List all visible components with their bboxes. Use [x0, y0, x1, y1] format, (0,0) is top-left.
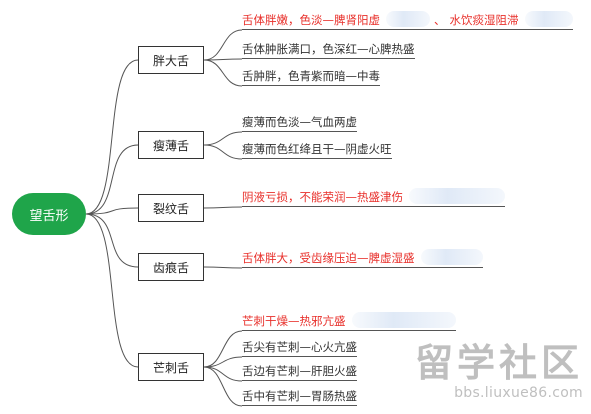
leaf-text: 舌体肿胀满口，色深红—心脾热盛	[242, 42, 415, 56]
branch-leaf-connector	[203, 206, 243, 209]
leaf-text: 舌肿胖，色青紫而暗—中毒	[242, 69, 380, 83]
leaf-thin-pale: 瘦薄而色淡—气血两虚	[242, 113, 357, 132]
root-branch-connector	[85, 59, 139, 215]
leaf-fat-purple: 舌肿胖，色青紫而暗—中毒	[242, 67, 380, 86]
separator: 、	[434, 13, 446, 27]
branch-prickly-tongue[interactable]: 芒刺舌	[138, 353, 204, 381]
leaf-prickly-dry: 芒刺干燥—热邪亢盛	[242, 312, 456, 331]
branch-thin-tongue[interactable]: 瘦薄舌	[138, 131, 204, 159]
leaf-text: 阴液亏损，不能荣润—热盛津伤	[242, 190, 403, 204]
watermark-title: 留学社区	[414, 341, 583, 385]
blurred-patch	[524, 11, 573, 27]
root-branch-connector	[85, 213, 139, 268]
root-branch-connector	[85, 207, 139, 215]
leaf-text: 舌边有芒刺—肝胆火盛	[242, 364, 357, 378]
leaf-text: 舌体胖大，受齿缘压迫—脾虚湿盛	[242, 251, 415, 265]
root-label: 望舌形	[29, 208, 69, 224]
branch-leaf-connector	[203, 366, 243, 382]
blurred-patch	[386, 11, 430, 27]
branch-leaf-connector	[203, 266, 243, 269]
leaf-text: 芒刺干燥—热邪亢盛	[242, 314, 346, 328]
leaf-thin-red: 瘦薄而色红绛且干—阴虚火旺	[242, 140, 392, 159]
site-watermark: 留学社区 bbs.liuxue86.com	[411, 342, 583, 402]
leaf-text: 瘦薄而色红绛且干—阴虚火旺	[242, 142, 392, 156]
root-branch-connector	[85, 213, 139, 368]
blurred-patch	[409, 188, 505, 204]
leaf-prickly-edge: 舌边有芒刺—肝胆火盛	[242, 362, 357, 381]
leaf-text: 舌体胖嫩，色淡—脾肾阳虚	[242, 13, 380, 27]
branch-leaf-connector	[203, 356, 243, 368]
branch-label: 裂纹舌	[152, 201, 189, 216]
leaf-fat-pale: 舌体胖嫩，色淡—脾肾阳虚 、水饮痰湿阻滞	[242, 11, 573, 30]
leaf-extra-text: 水饮痰湿阻滞	[449, 13, 519, 27]
leaf-text: 舌尖有芒刺—心火亢盛	[242, 340, 357, 354]
root-node[interactable]: 望舌形	[12, 193, 86, 235]
blurred-patch	[351, 312, 456, 328]
watermark-url: bbs.liuxue86.com	[454, 385, 583, 401]
leaf-fat-swollen: 舌体肿胀满口，色深红—心脾热盛	[242, 40, 415, 59]
leaf-fissured: 阴液亏损，不能荣润—热盛津伤	[242, 188, 505, 207]
branch-label: 芒刺舌	[152, 360, 189, 375]
branch-label: 瘦薄舌	[152, 138, 189, 153]
leaf-toothmark: 舌体胖大，受齿缘压迫—脾虚湿盛	[242, 249, 483, 268]
branch-leaf-connector	[203, 144, 243, 160]
branch-leaf-connector	[203, 131, 243, 146]
leaf-text: 瘦薄而色淡—气血两虚	[242, 115, 357, 129]
branch-label: 胖大舌	[152, 53, 189, 68]
root-branch-connector	[85, 144, 139, 215]
branch-fissured-tongue[interactable]: 裂纹舌	[138, 194, 204, 222]
branch-leaf-connector	[203, 29, 243, 61]
branch-leaf-connector	[203, 366, 243, 407]
branch-leaf-connector	[203, 330, 243, 368]
leaf-prickly-tip: 舌尖有芒刺—心火亢盛	[242, 338, 357, 357]
branch-leaf-connector	[203, 59, 243, 87]
branch-label: 齿痕舌	[152, 260, 189, 275]
blurred-patch	[420, 249, 483, 265]
branch-fat-tongue[interactable]: 胖大舌	[138, 46, 204, 74]
leaf-text: 舌中有芒刺—胃肠热盛	[242, 389, 357, 403]
branch-toothmark-tongue[interactable]: 齿痕舌	[138, 253, 204, 281]
leaf-prickly-center: 舌中有芒刺—胃肠热盛	[242, 387, 357, 406]
